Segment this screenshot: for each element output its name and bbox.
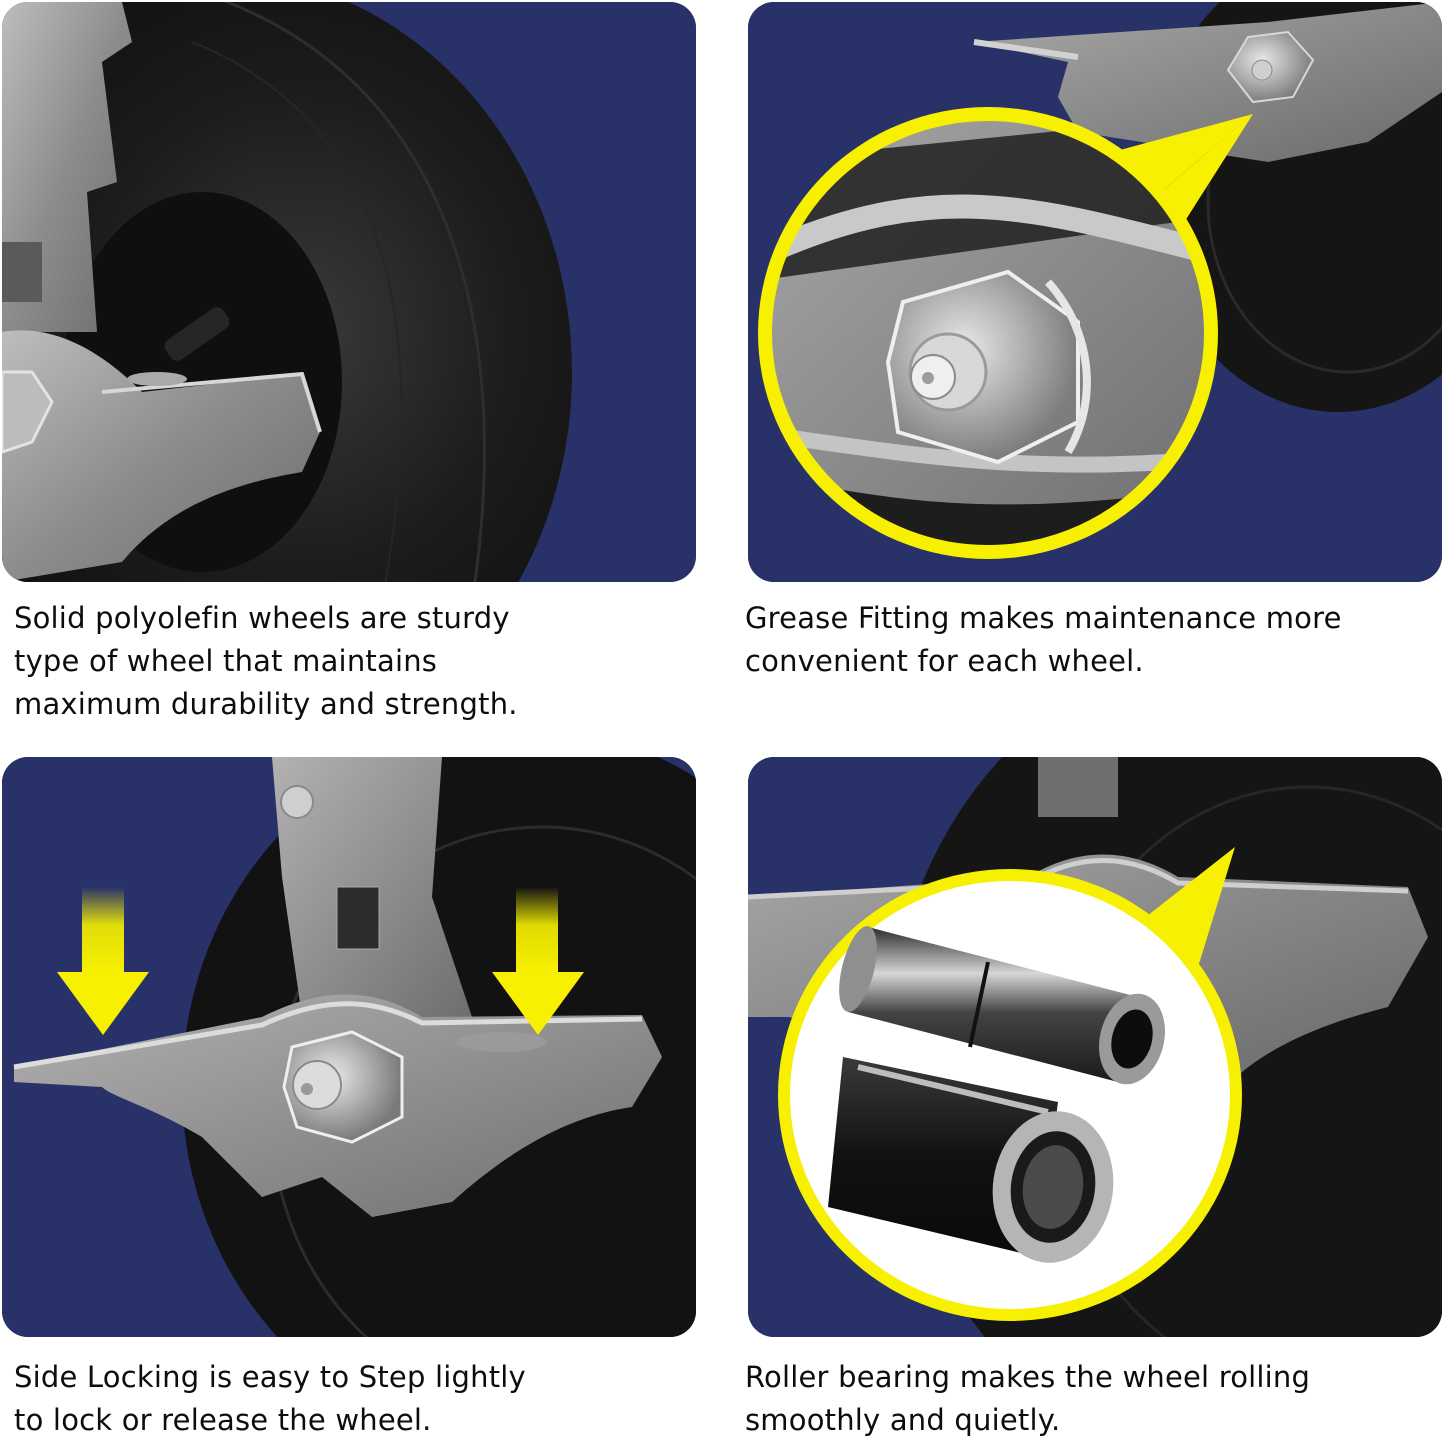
grease-fitting-illustration <box>748 2 1442 582</box>
caption-line: smoothly and quietly. <box>745 1403 1061 1437</box>
caption-line: type of wheel that maintains <box>14 644 438 678</box>
caption-roller-bearing: Roller bearing makes the wheel rolling s… <box>745 1356 1310 1442</box>
caption-line: to lock or release the wheel. <box>14 1403 432 1437</box>
caption-side-locking: Side Locking is easy to Step lightly to … <box>14 1356 526 1442</box>
caption-polyolefin-wheels: Solid polyolefin wheels are sturdy type … <box>14 597 518 726</box>
side-locking-image <box>2 757 696 1337</box>
side-lock-illustration <box>2 757 696 1337</box>
wheel-closeup-illustration <box>2 2 696 582</box>
polyolefin-wheel-image <box>2 2 696 582</box>
needle-roller-bearing <box>828 1057 1114 1263</box>
caption-line: Grease Fitting makes maintenance more <box>745 601 1342 635</box>
roller-bearing-image <box>748 757 1442 1337</box>
caption-grease-fitting: Grease Fitting makes maintenance more co… <box>745 597 1342 683</box>
down-arrow-icon <box>492 887 584 1035</box>
caption-line: Solid polyolefin wheels are sturdy <box>14 601 510 635</box>
caption-line: convenient for each wheel. <box>745 644 1144 678</box>
grease-fitting-image <box>748 2 1442 582</box>
caption-line: maximum durability and strength. <box>14 687 518 721</box>
caption-line: Roller bearing makes the wheel rolling <box>745 1360 1311 1394</box>
roller-bearing-illustration <box>748 757 1442 1337</box>
bushing-sleeve <box>839 926 1165 1085</box>
caption-line: Side Locking is easy to Step lightly <box>14 1360 526 1394</box>
down-arrow-icon <box>57 887 149 1035</box>
